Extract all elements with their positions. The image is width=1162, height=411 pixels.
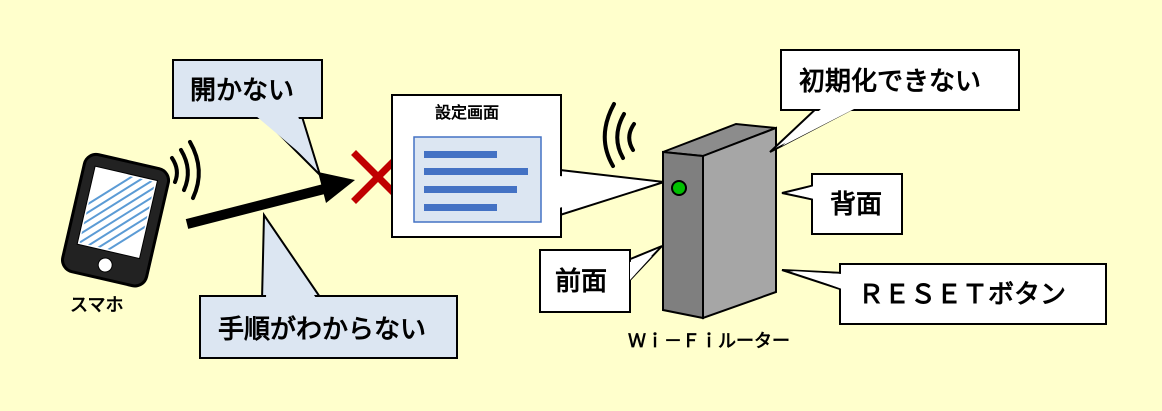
reset-button-text: ＲＥＳＥＴボタン [858,280,1066,310]
front-text: 前面 [555,266,607,297]
callout-back: 背面 [781,173,903,235]
wifi-router [662,122,777,320]
callout-cannot-initialize: 初期化できない [769,49,1020,153]
settings-line-1 [424,151,497,158]
settings-line-4 [424,204,497,211]
back-text: 背面 [830,190,882,220]
settings-line-2 [424,168,528,175]
callout-reset-button: ＲＥＳＥＴボタン [781,263,1107,325]
connection-arrow [185,172,355,229]
callout-not-open: 開かない [172,59,323,176]
smartphone [61,152,171,288]
settings-line-3 [424,186,517,193]
router-status-led [671,180,687,196]
callout-procedure-unknown: 手順がわからない [199,211,458,359]
settings-screen-title: 設定画面 [435,103,499,122]
cannot-initialize-text: 初期化できない [799,67,981,97]
settings-screen-callout: 設定画面 [391,94,665,238]
procedure-unknown-text: 手順がわからない [218,314,426,345]
phone-wifi-icon [170,140,201,200]
router-wifi-icon [602,102,636,168]
router-label: Ｗｉ－Ｆｉルーター [628,331,790,352]
smartphone-label: スマホ [70,295,123,316]
callout-front: 前面 [539,245,663,313]
not-open-text: 開かない [190,76,294,106]
